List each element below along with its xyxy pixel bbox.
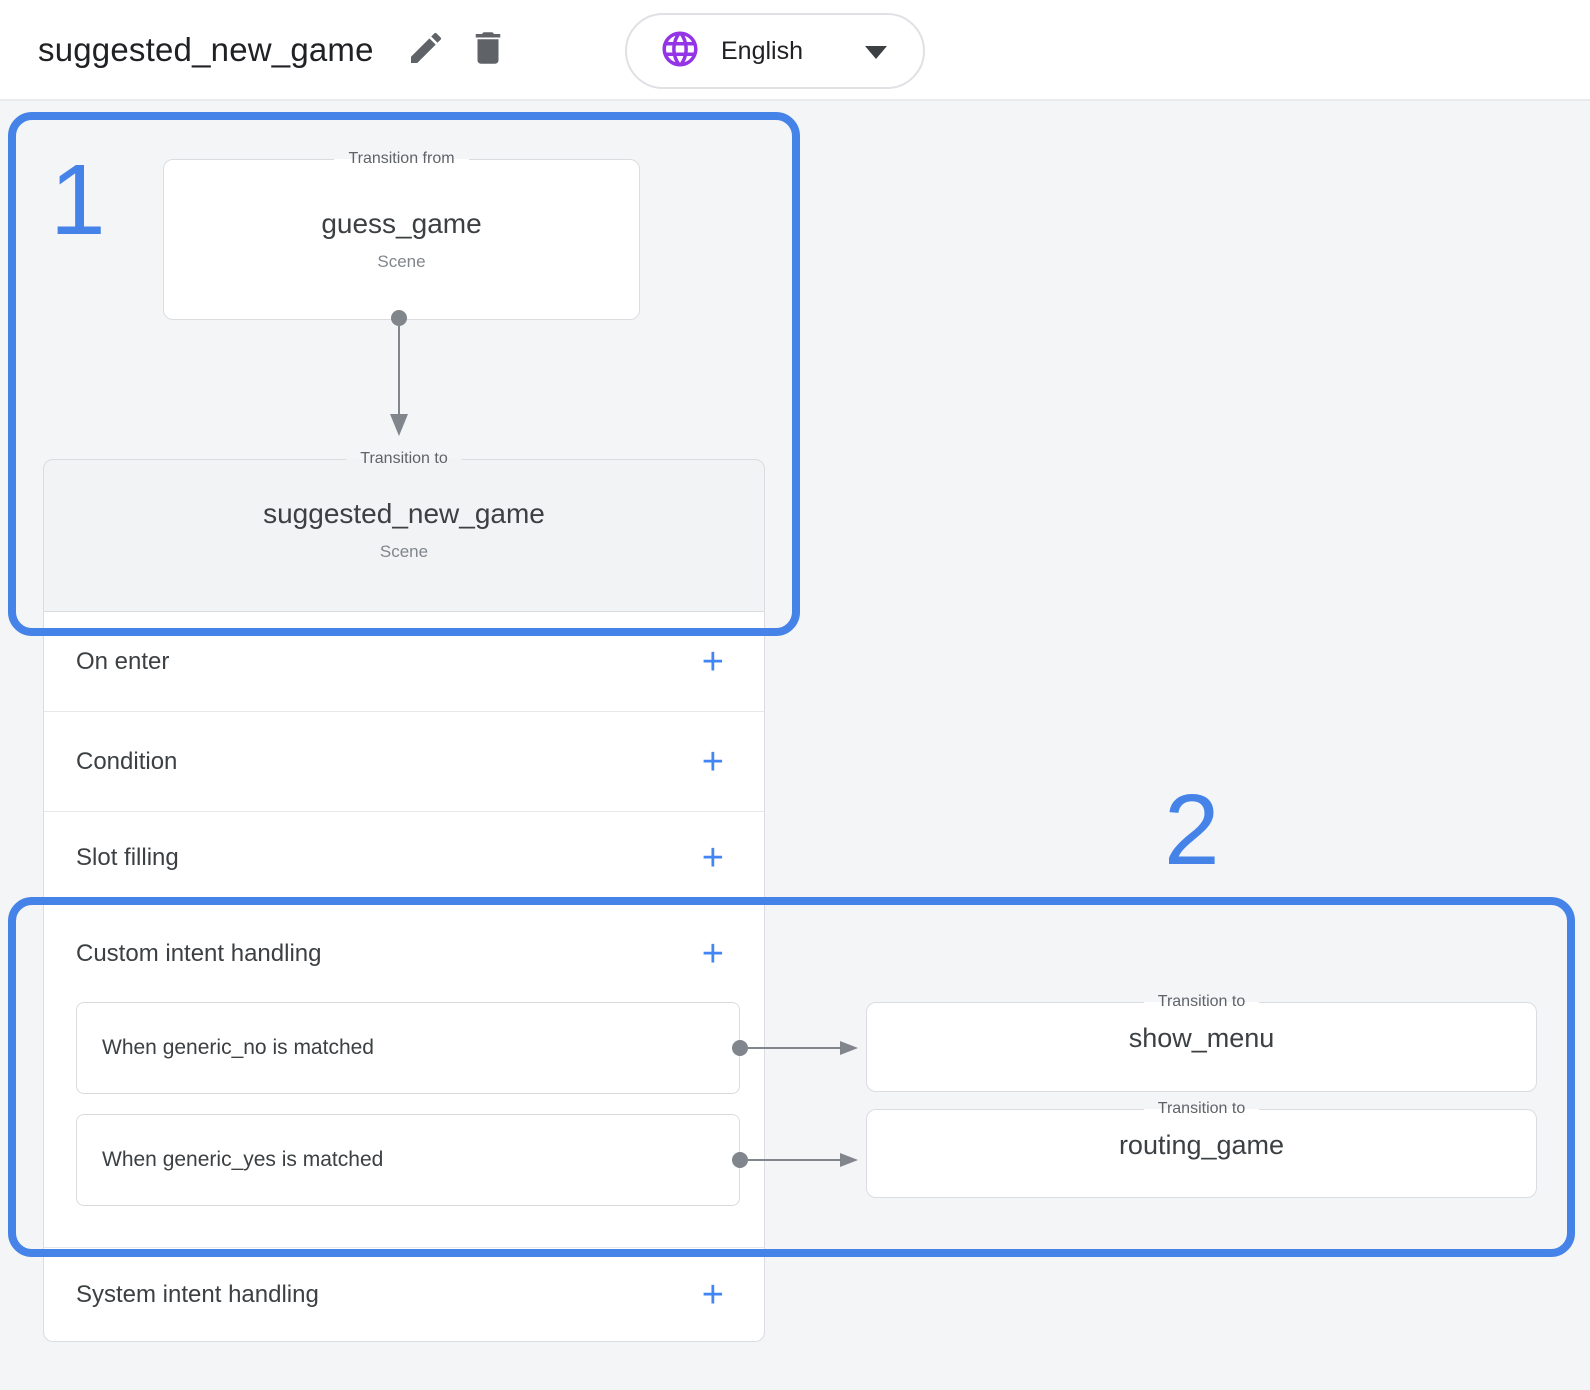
transition-target-routing-game[interactable]: Transition to routing_game — [866, 1100, 1537, 1198]
intent-row-generic-yes[interactable]: When generic_yes is matched — [76, 1114, 740, 1206]
section-slot-filling: Slot filling + — [44, 812, 764, 905]
transition-to-legend: Transition to — [1157, 993, 1246, 1010]
section-condition: Condition + — [44, 712, 764, 812]
page-title: suggested_new_game — [38, 30, 374, 68]
connector-dot — [732, 1152, 748, 1168]
language-selector[interactable]: English — [625, 13, 925, 89]
section-label: Condition — [76, 747, 178, 775]
add-custom-intent-button[interactable]: + — [701, 932, 724, 975]
scene-name: guess_game — [321, 208, 482, 239]
transition-from-legend: Transition from — [348, 150, 455, 167]
transition-to-legend: Transition to — [360, 450, 448, 467]
transition-to-legend: Transition to — [1157, 1100, 1246, 1117]
add-system-intent-button[interactable]: + — [701, 1273, 724, 1316]
section-label: System intent handling — [76, 1280, 319, 1308]
connector-dot — [732, 1040, 748, 1056]
top-bar: suggested_new_game English — [0, 0, 1590, 101]
transition-from-box[interactable]: Transition from guess_game Scene — [163, 150, 640, 320]
section-label: Slot filling — [76, 844, 179, 871]
right-arrow — [748, 1041, 858, 1055]
transition-to-box[interactable]: Transition to suggested_new_game Scene — [43, 450, 765, 612]
edit-scene-button[interactable] — [402, 26, 450, 74]
scene-name: show_menu — [1128, 1023, 1275, 1053]
annotation-number-1: 1 — [50, 144, 106, 256]
trash-icon — [467, 27, 509, 72]
scene-card: Transition to suggested_new_game Scene O… — [43, 450, 765, 1342]
section-label: On enter — [76, 647, 170, 675]
add-on-enter-button[interactable]: + — [701, 640, 724, 683]
add-slot-filling-button[interactable]: + — [701, 837, 724, 879]
intent-label: When generic_yes is matched — [102, 1148, 384, 1171]
down-arrow — [390, 326, 408, 436]
intent-row-generic-no[interactable]: When generic_no is matched — [76, 1002, 740, 1094]
scene-name: routing_game — [1118, 1130, 1285, 1160]
globe-icon — [659, 28, 701, 75]
connector-dot — [391, 310, 407, 326]
scene-type: Scene — [379, 542, 429, 561]
intent-label: When generic_no is matched — [102, 1036, 374, 1059]
section-system-intent-handling: System intent handling + — [44, 1248, 764, 1341]
right-arrow — [748, 1153, 858, 1167]
language-label: English — [721, 36, 803, 65]
chevron-down-icon — [865, 46, 887, 59]
section-label: Custom intent handling — [76, 939, 322, 967]
delete-scene-button[interactable] — [464, 26, 512, 74]
add-condition-button[interactable]: + — [701, 740, 724, 783]
scene-type: Scene — [377, 252, 426, 271]
scene-name: suggested_new_game — [263, 498, 545, 529]
section-custom-intent-handling: Custom intent handling + When generic_no… — [44, 905, 764, 1248]
pencil-icon — [406, 28, 446, 71]
section-on-enter: On enter + — [44, 612, 764, 712]
transition-target-show-menu[interactable]: Transition to show_menu — [866, 993, 1537, 1092]
annotation-number-2: 2 — [1164, 774, 1220, 886]
